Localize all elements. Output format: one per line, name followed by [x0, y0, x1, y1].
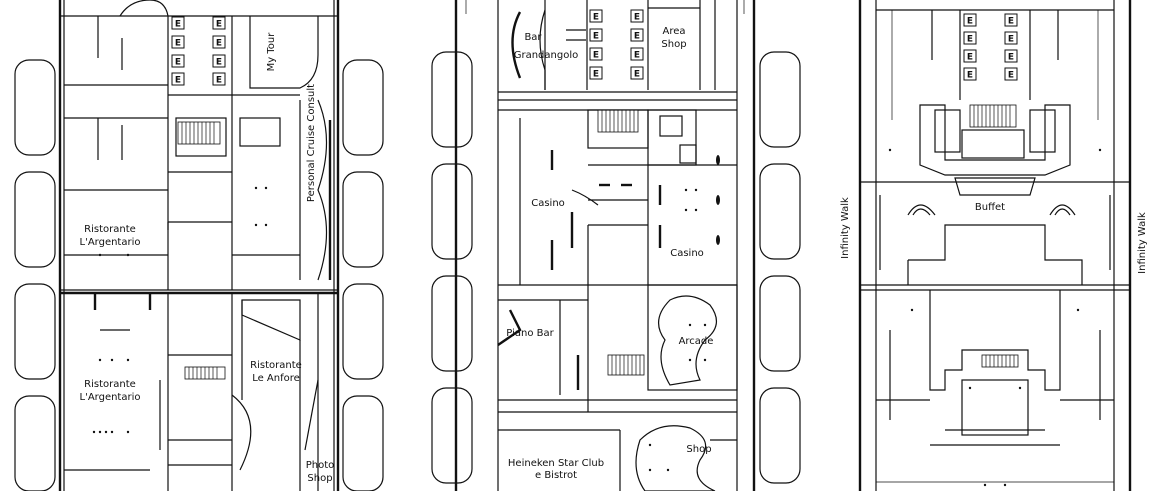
elevator-label: E: [634, 70, 640, 80]
furniture-dots-left: [92, 186, 268, 434]
area-shop-label-2: Shop: [661, 39, 686, 50]
ristorante-argentario-upper-label-2: L'Argentario: [80, 237, 141, 248]
ristorante-argentario-upper-label-1: Ristorante: [84, 224, 136, 235]
furniture-dots-middle: [648, 155, 720, 472]
elevator-label: E: [175, 58, 181, 68]
ristorante-anfore-label-2: Le Anfore: [252, 373, 300, 384]
elevator-label: E: [967, 17, 973, 27]
elevator-label: E: [1008, 35, 1014, 45]
infinity-walk-left-label: Infinity Walk: [840, 197, 851, 259]
furniture-dots-right: [888, 148, 1102, 487]
bar-grandangolo-label-1: Bar: [524, 32, 542, 43]
my-tour-label: My Tour: [266, 32, 277, 72]
elevator-label: E: [216, 58, 222, 68]
buffet-label: Buffet: [975, 202, 1005, 213]
elevators-left-a: [171, 16, 185, 86]
lifeboats-middle-port: [431, 51, 473, 484]
casino-right-label: Casino: [670, 248, 704, 259]
elevator-label: E: [593, 32, 599, 42]
elevator-label: E: [634, 51, 640, 61]
area-shop-label-1: Area: [662, 26, 685, 37]
elevator-label: E: [175, 76, 181, 86]
elevators-left-b: [212, 16, 226, 86]
ristorante-argentario-lower-label-2: L'Argentario: [80, 392, 141, 403]
bar-grandangolo-label-2: Grandangolo: [514, 50, 579, 61]
elevator-label: E: [216, 76, 222, 86]
lifeboats-left-starboard: [342, 59, 384, 491]
elevator-label: E: [216, 20, 222, 30]
elevator-label: E: [634, 13, 640, 23]
infinity-walk-right-label: Infinity Walk: [1137, 212, 1148, 274]
middle-section: E E E E E E E E Bar Grandangolo Area Sho…: [431, 0, 801, 491]
elevator-label: E: [634, 32, 640, 42]
elevator-label: E: [175, 39, 181, 49]
photo-shop-label-2: Shop: [307, 473, 332, 484]
lifeboats-left-port: [14, 59, 56, 491]
elevator-label: E: [1008, 53, 1014, 63]
ristorante-anfore-label-1: Ristorante: [250, 360, 302, 371]
elevator-label: E: [593, 13, 599, 23]
elevators-right: [963, 13, 1018, 81]
piano-bar-label: Piano Bar: [506, 328, 554, 339]
elevator-label: E: [967, 53, 973, 63]
elevator-label: E: [593, 70, 599, 80]
elevator-label: E: [967, 71, 973, 81]
elevator-label: E: [1008, 17, 1014, 27]
heineken-star-club-label-2: e Bistrot: [535, 470, 577, 481]
photo-shop-label-1: Photo: [306, 460, 335, 471]
casino-left-label: Casino: [531, 198, 565, 209]
left-section: E E E E E E E E My Tour Personal Cruise …: [14, 0, 384, 491]
lifeboats-middle-starboard: [759, 51, 801, 484]
right-section: E E E E E E E E Buffet Infinity Walk Inf…: [840, 0, 1148, 491]
heineken-star-club-label-1: Heineken Star Club: [508, 458, 604, 469]
elevator-label: E: [593, 51, 599, 61]
ristorante-argentario-lower-label-1: Ristorante: [84, 379, 136, 390]
elevator-label: E: [216, 39, 222, 49]
elevator-label: E: [175, 20, 181, 30]
elevator-label: E: [1008, 71, 1014, 81]
shop-label: Shop: [686, 444, 711, 455]
personal-cruise-consult-label: Personal Cruise Consult: [306, 84, 317, 202]
arcade-label: Arcade: [679, 336, 714, 347]
elevator-label: E: [967, 35, 973, 45]
elevators-middle: [589, 9, 644, 80]
